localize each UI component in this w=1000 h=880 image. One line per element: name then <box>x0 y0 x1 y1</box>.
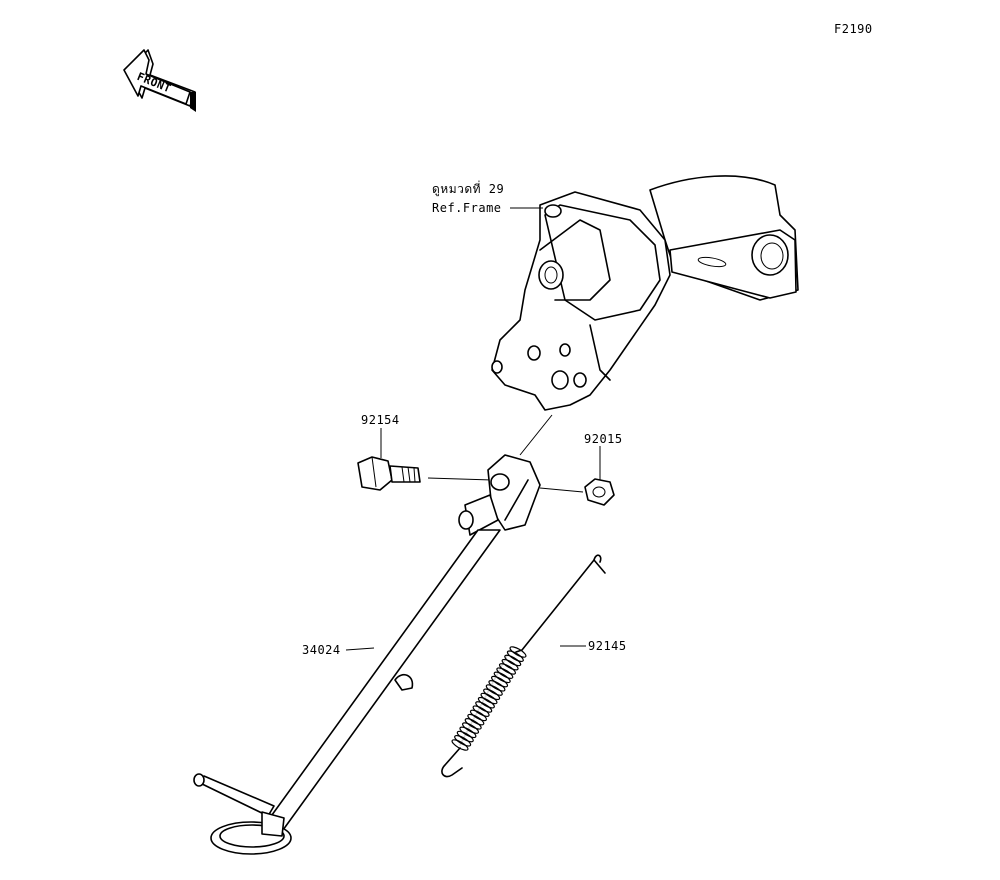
frame-bracket <box>491 175 799 411</box>
spring-coil <box>459 726 477 739</box>
spring-coil <box>501 658 519 671</box>
spring-coil <box>480 692 498 705</box>
spring-coil <box>469 709 487 722</box>
part-number-label[interactable]: 92015 <box>584 432 623 446</box>
side-stand-34024 <box>193 454 541 855</box>
spring-coil <box>509 646 527 658</box>
spring-coil <box>496 667 514 679</box>
spring-coil <box>456 730 474 743</box>
spring-coil <box>475 701 493 713</box>
bolt-92154 <box>357 456 421 491</box>
reference-frame: Ref.Frame <box>432 201 502 215</box>
nut-92015 <box>584 478 615 506</box>
spring-coil <box>506 650 524 663</box>
spring-coil <box>451 739 469 751</box>
spring-coil <box>454 734 472 747</box>
spring-coil <box>485 684 503 696</box>
reference-thai: ดูหมวดที่ 29 <box>432 182 505 196</box>
spring-coil <box>464 718 482 730</box>
spring-coil <box>483 688 501 701</box>
spring-coil <box>493 671 511 684</box>
spring-coil <box>467 713 485 726</box>
part-number-label[interactable]: 92154 <box>361 413 400 427</box>
spring-coil <box>472 705 490 717</box>
spring-coil <box>491 675 509 688</box>
spring-coil <box>488 680 506 692</box>
spring-92145 <box>441 554 606 778</box>
spring-coil <box>498 663 516 675</box>
front-arrow-icon <box>123 49 196 112</box>
part-number-label[interactable]: 92145 <box>588 639 627 653</box>
spring-coil <box>477 696 495 709</box>
spring-coil <box>504 654 522 667</box>
spring-coil <box>462 722 480 734</box>
diagram-code: F2190 <box>834 22 873 36</box>
part-number-label[interactable]: 34024 <box>302 643 341 657</box>
